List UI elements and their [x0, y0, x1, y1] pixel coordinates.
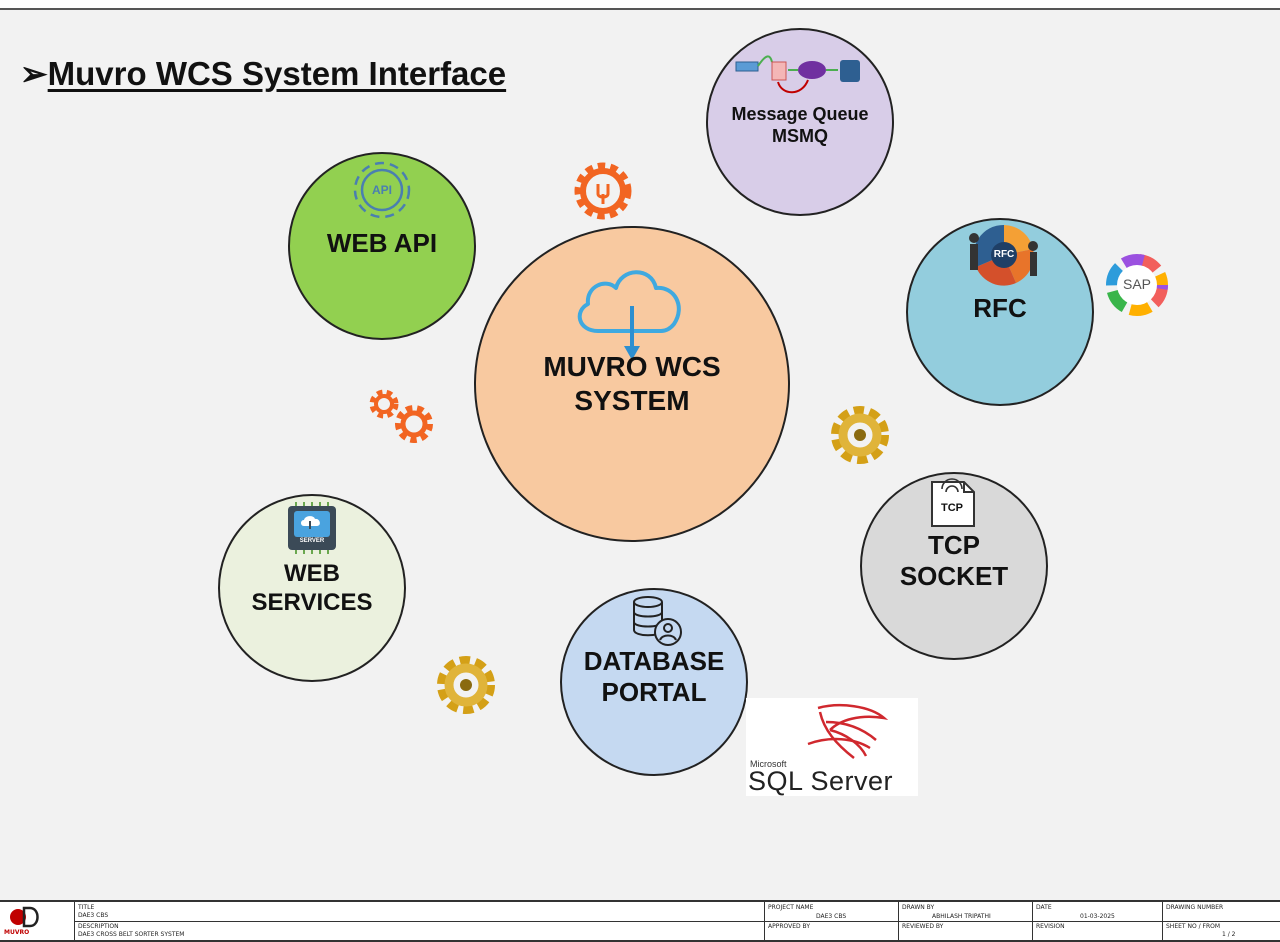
center-node-label: MUVRO WCS SYSTEM	[510, 350, 754, 417]
sap-gear-icon	[1106, 254, 1168, 316]
sql-microsoft-text: Microsoft	[750, 759, 787, 769]
date-cell	[1032, 902, 1163, 940]
drawn-label: DRAWN BY	[902, 904, 935, 911]
sql-server-logo	[746, 698, 918, 796]
tcp-socket-node	[860, 472, 1048, 660]
cloud-download-icon	[577, 270, 681, 360]
tcp-line1: TCP	[928, 530, 980, 560]
api-icon-text: API	[371, 183, 392, 197]
title-label: TITLE	[78, 904, 95, 911]
tcp-icon-text: TCP	[941, 502, 963, 514]
tcp-line2: SOCKET	[899, 561, 1009, 592]
sheet-label: SHEET NO / FROM	[1166, 923, 1221, 930]
tcp-socket-label: TCP SOCKET	[870, 530, 1038, 592]
database-line2: PORTAL	[601, 677, 707, 708]
center-line1: MUVRO WCS	[543, 351, 721, 382]
msmq-line1: Message Queue	[731, 104, 869, 124]
database-line1: DATABASE	[583, 646, 725, 676]
server-icon-text: SERVER	[299, 538, 325, 544]
msmq-line2: MSMQ	[772, 125, 828, 146]
tcp-document-icon	[931, 478, 975, 527]
revision-label: REVISION	[1036, 923, 1065, 930]
rfc-icon-text: RFC	[993, 249, 1015, 260]
slide-title: ➢Muvro WCS System Interface	[20, 54, 506, 93]
api-gear-icon	[353, 161, 411, 219]
sheet-value: 1 / 2	[1222, 931, 1236, 938]
msmq-label: Message Queue MSMQ	[716, 104, 884, 147]
orange-double-gear-icon	[369, 389, 433, 443]
project-cell	[764, 902, 899, 940]
center-line2: SYSTEM	[574, 384, 690, 416]
web-api-label: WEB API	[326, 228, 438, 258]
database-portal-label: DATABASE PORTAL	[566, 646, 742, 708]
center-node	[474, 226, 790, 542]
drawing-number-label: DRAWING NUMBER	[1166, 904, 1224, 911]
rfc-label: RFC	[973, 293, 1027, 323]
rfc-node	[906, 218, 1094, 406]
message-queue-flow-icon	[735, 55, 860, 94]
slide: ➢Muvro WCS System Interface MUVRO WCS SY…	[0, 8, 1280, 900]
date-value: 01-03-2025	[1080, 913, 1115, 920]
sql-server-text: SQL Server	[748, 766, 894, 796]
title-marker: ➢	[20, 55, 48, 92]
description-label: DESCRIPTION	[78, 923, 119, 930]
title-block-divider	[74, 921, 1280, 922]
date-label: DATE	[1036, 904, 1052, 911]
project-value: DAE3 CBS	[816, 913, 847, 920]
approved-label: APPROVED BY	[768, 923, 811, 930]
reviewed-label: REVIEWED BY	[902, 923, 944, 930]
sap-logo-text: SAP	[1122, 276, 1151, 292]
company-name: MUVRO	[4, 929, 30, 936]
drawing-number-cell	[1162, 902, 1279, 940]
drawn-cell	[898, 902, 1033, 940]
web-api-node	[288, 152, 476, 340]
server-chip-icon	[288, 502, 336, 554]
description-value: DAE3 CROSS BELT SORTER SYSTEM	[78, 931, 185, 938]
rfc-chart-icon	[969, 224, 1038, 286]
title-text: Muvro WCS System Interface	[47, 55, 507, 92]
drawn-value: ABHILASH TRIPATHI	[932, 913, 991, 920]
gold-gear-icon	[831, 406, 889, 464]
muvro-logo-icon	[10, 906, 39, 928]
sql-server-wave-icon	[807, 704, 889, 759]
orange-gear-icon	[574, 162, 632, 220]
database-portal-node	[560, 588, 748, 776]
project-label: PROJECT NAME	[768, 904, 814, 911]
gold-gear-icon-2	[437, 656, 495, 714]
web-services-line2: SERVICES	[251, 588, 373, 616]
msmq-node	[706, 28, 894, 216]
drawing-title-block: MUVRO TITLE DAE3 CBS DESCRIPTION DAE3 CR…	[0, 900, 1280, 942]
web-services-label: WEB SERVICES	[228, 560, 396, 618]
database-user-icon	[633, 596, 682, 646]
web-services-line1: WEB	[284, 560, 340, 587]
title-value: DAE3 CBS	[78, 912, 109, 919]
